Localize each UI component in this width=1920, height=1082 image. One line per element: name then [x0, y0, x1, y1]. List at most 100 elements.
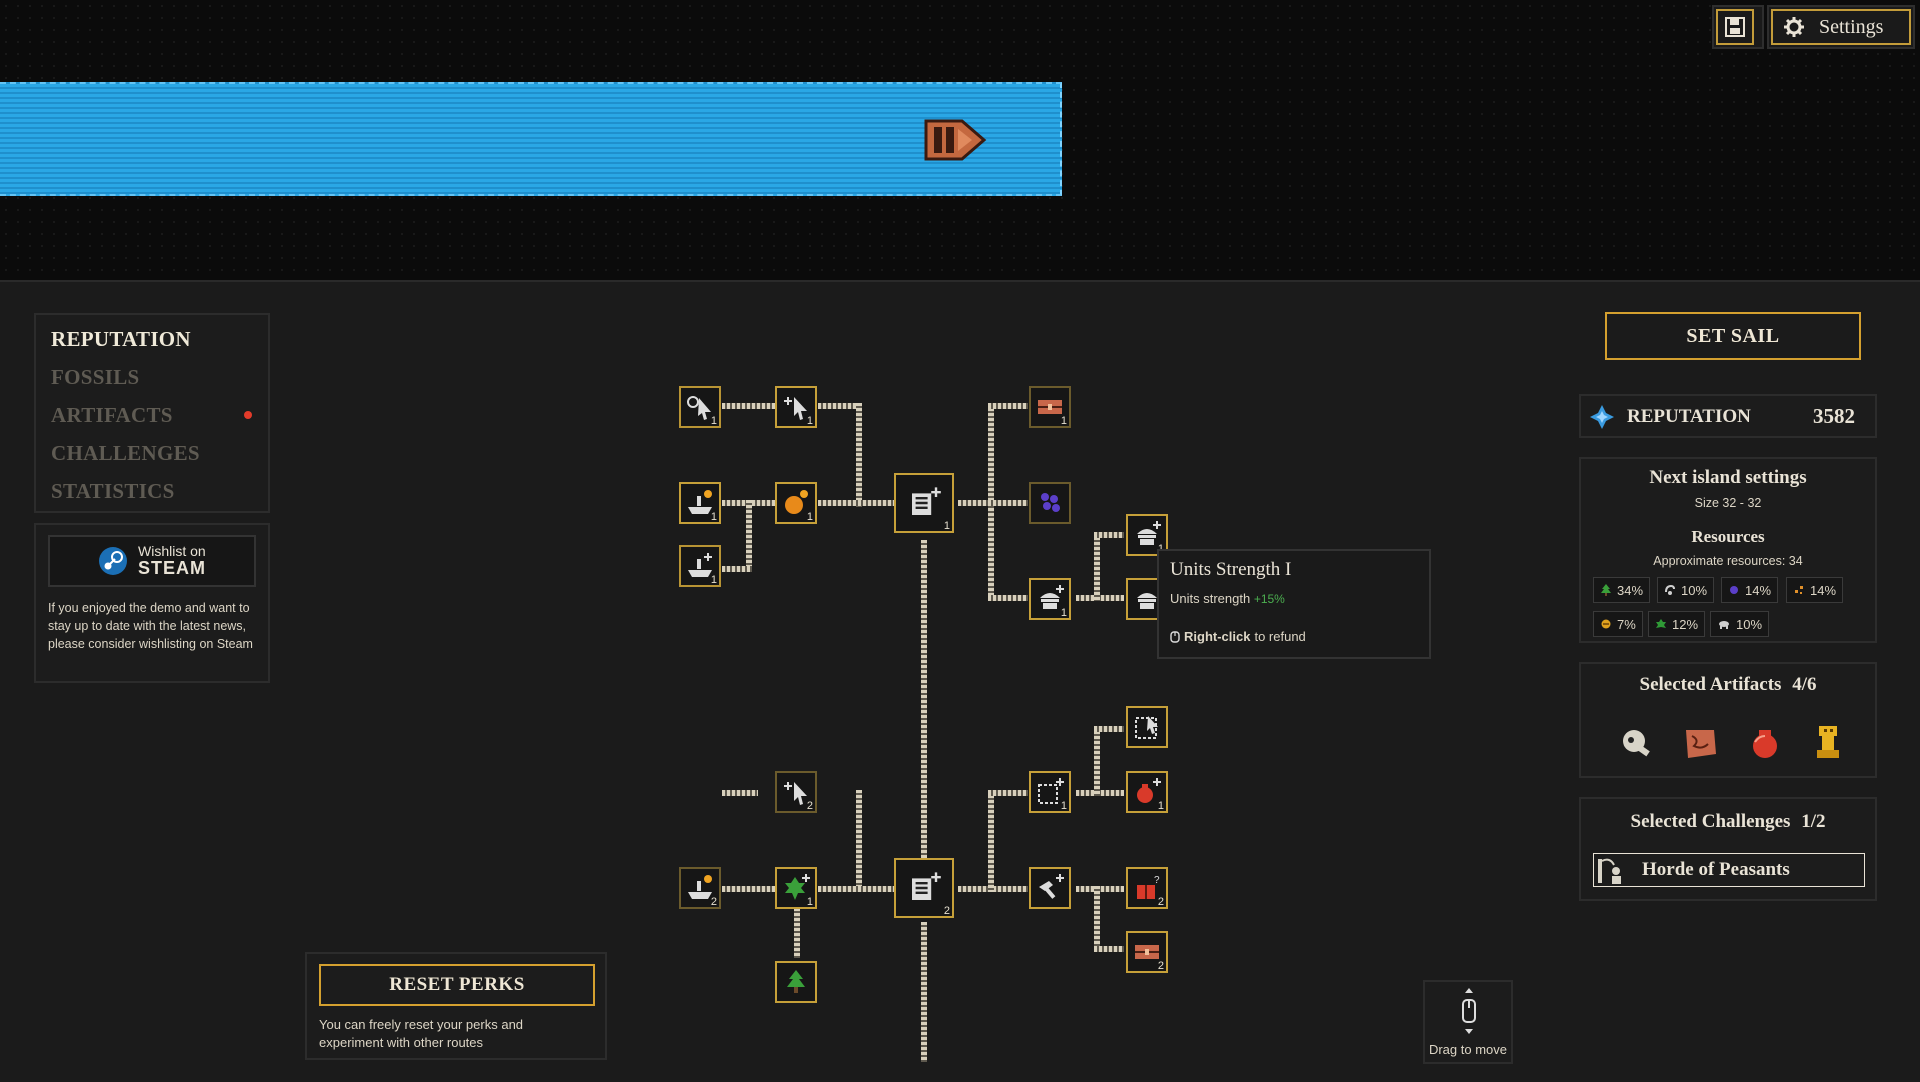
perk-node[interactable]: 1 — [894, 473, 954, 533]
menu-item-statistics[interactable]: STATISTICS — [51, 479, 175, 503]
set-sail-button[interactable]: SET SAIL — [1605, 312, 1861, 360]
perk-node[interactable]: 1 — [1029, 578, 1071, 620]
challenges-count: 1/2 — [1801, 811, 1826, 832]
island-map-view[interactable]: Settings — [0, 0, 1920, 280]
sparkle-icon — [1795, 586, 1803, 594]
perk-level: 1 — [710, 574, 717, 586]
plus-cursor-icon — [784, 782, 807, 805]
perk-node[interactable] — [1126, 706, 1168, 748]
perk-node[interactable]: 2 — [775, 771, 817, 813]
resources-title: Resources — [1691, 527, 1765, 546]
settings-button[interactable]: Settings — [1767, 5, 1915, 49]
tree-link — [988, 595, 1028, 601]
tree-link — [856, 403, 862, 507]
pine-tree-icon — [787, 970, 805, 993]
perk-node[interactable]: 1 — [775, 386, 817, 428]
perk-level: 1 — [806, 896, 813, 908]
settings-label: Settings — [1819, 15, 1884, 38]
perk-node[interactable] — [1029, 867, 1071, 909]
resource-value: 7% — [1617, 616, 1636, 632]
tooltip-title: Units Strength I — [1170, 559, 1292, 580]
perk-level: 1 — [710, 415, 717, 427]
challenge-label: Horde of Peasants — [1642, 859, 1790, 880]
steam-icon — [99, 547, 127, 575]
island-settings-title: Next island settings — [1649, 467, 1807, 488]
perk-node[interactable]: 1 — [775, 867, 817, 909]
wishlist-steam-button[interactable]: Wishlist on STEAM — [48, 535, 256, 587]
tree-link — [746, 500, 752, 572]
perk-node[interactable]: ? 2 — [1126, 867, 1168, 909]
area-plus-icon — [1038, 778, 1064, 804]
tree-link — [1094, 946, 1124, 952]
challenge-item[interactable]: Horde of Peasants — [1593, 853, 1865, 887]
menu-item-fossils[interactable]: FOSSILS — [51, 365, 140, 389]
tree-link — [722, 790, 758, 796]
artifacts-panel: Selected Artifacts 4/6 — [1579, 662, 1877, 778]
reputation-value: 3582 — [1813, 404, 1855, 428]
leaf-plus-icon — [785, 874, 810, 900]
resource-chip: 14% — [1786, 577, 1844, 603]
perk-node[interactable]: 2 — [1126, 931, 1168, 973]
gold-icon — [1601, 619, 1611, 629]
reset-perks-button[interactable]: RESET PERKS — [319, 964, 595, 1006]
save-button[interactable] — [1712, 5, 1764, 49]
river — [0, 82, 1062, 196]
golden-idol-icon[interactable] — [1813, 722, 1843, 764]
stone-icon — [1665, 584, 1675, 595]
tree-link — [988, 790, 994, 892]
perk-node[interactable]: 1 — [1029, 771, 1071, 813]
menu-item-reputation[interactable]: REPUTATION — [51, 327, 191, 351]
tree-link — [722, 886, 776, 892]
clock-cursor-icon — [687, 396, 711, 420]
tooltip-hint-action: Right-click — [1184, 629, 1251, 644]
perk-node[interactable] — [1029, 482, 1071, 524]
reset-panel: RESET PERKS You can freely reset your pe… — [305, 952, 607, 1060]
perk-node[interactable]: 1 — [1126, 771, 1168, 813]
unit-icon — [1137, 593, 1157, 609]
scroll-plus-icon — [912, 487, 941, 515]
perk-node[interactable]: 2 — [894, 858, 954, 918]
perk-node[interactable]: 1 — [679, 545, 721, 587]
tree-link — [988, 790, 1028, 796]
leaf-icon — [1656, 619, 1666, 628]
berries-icon — [1041, 493, 1060, 512]
perk-node[interactable]: 1 — [679, 482, 721, 524]
map-icon[interactable] — [1682, 724, 1720, 762]
perk-level: 1 — [710, 511, 717, 523]
unit-plus-icon — [1040, 585, 1064, 609]
menu-item-challenges[interactable]: CHALLENGES — [51, 441, 200, 465]
boat-icon[interactable] — [922, 115, 988, 165]
resource-value: 10% — [1681, 582, 1708, 598]
perk-node[interactable] — [775, 961, 817, 1003]
svg-text:?: ? — [1154, 875, 1160, 886]
reputation-panel: REPUTATION 3582 — [1579, 394, 1877, 438]
resource-value: 34% — [1617, 582, 1644, 598]
notification-dot — [244, 411, 252, 419]
tree-link — [818, 403, 862, 409]
area-cursor-icon — [1135, 716, 1158, 739]
artifacts-count: 4/6 — [1792, 674, 1817, 695]
wishlist-description: If you enjoyed the demo and want to stay… — [48, 601, 253, 652]
perk-node[interactable]: 2 — [679, 867, 721, 909]
perk-level: 2 — [806, 800, 813, 812]
resource-value: 12% — [1672, 616, 1699, 632]
island-settings-panel: Next island settings Size 32 - 32 Resour… — [1579, 457, 1877, 643]
orange-fruit-icon — [785, 490, 808, 514]
tree-link — [958, 500, 988, 506]
ship-coin-icon — [688, 490, 712, 514]
tree-link — [856, 790, 862, 892]
perk-node[interactable]: 1 — [775, 482, 817, 524]
animal-icon — [1719, 621, 1729, 629]
perk-node[interactable]: 1 — [679, 386, 721, 428]
red-pot-icon[interactable] — [1747, 724, 1783, 762]
reputation-label: REPUTATION — [1627, 406, 1751, 427]
tree-icon — [1601, 584, 1611, 596]
potion-plus-icon — [1137, 778, 1161, 803]
artifacts-title: Selected Artifacts — [1639, 674, 1782, 695]
tooltip-hint-rest: to refund — [1254, 629, 1306, 644]
menu-item-artifacts[interactable]: ARTIFACTS — [51, 403, 173, 427]
challenges-panel: Selected Challenges 1/2 Horde of Peasant… — [1579, 797, 1877, 901]
skull-icon[interactable] — [1619, 726, 1653, 760]
chest-icon — [1038, 400, 1062, 414]
perk-node[interactable]: 1 — [1029, 386, 1071, 428]
